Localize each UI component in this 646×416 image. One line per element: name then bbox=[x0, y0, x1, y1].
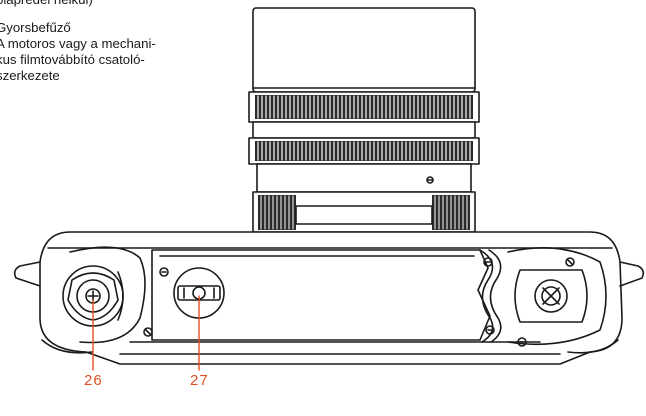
lens-hood bbox=[252, 7, 476, 93]
section-heading: Gyorsbefűző bbox=[0, 20, 71, 35]
film-advance-coupling bbox=[62, 265, 124, 327]
lens-middle-band bbox=[252, 121, 476, 139]
camera-body bbox=[13, 231, 645, 365]
previous-text-line: blaprédei nélkül) bbox=[0, 0, 226, 8]
body-screws bbox=[143, 257, 575, 347]
body-line-1: A motoros vagy a mechani- bbox=[0, 36, 156, 51]
body-line-2: kus filmtovábbító csatoló- bbox=[0, 52, 145, 67]
callout-27: 27 bbox=[190, 372, 209, 389]
callout-leaders bbox=[92, 295, 200, 371]
lens-mount bbox=[252, 191, 476, 233]
body-line-3: szerkezete bbox=[0, 68, 60, 83]
lens-barrel bbox=[256, 163, 472, 193]
description-text: blaprédei nélkül) Gyorsbefűző A motoros … bbox=[0, 0, 226, 84]
tripod-socket bbox=[514, 269, 588, 323]
callout-26: 26 bbox=[84, 372, 103, 389]
lens-focus-ring bbox=[248, 91, 480, 123]
lens-aperture-ring bbox=[248, 137, 480, 165]
